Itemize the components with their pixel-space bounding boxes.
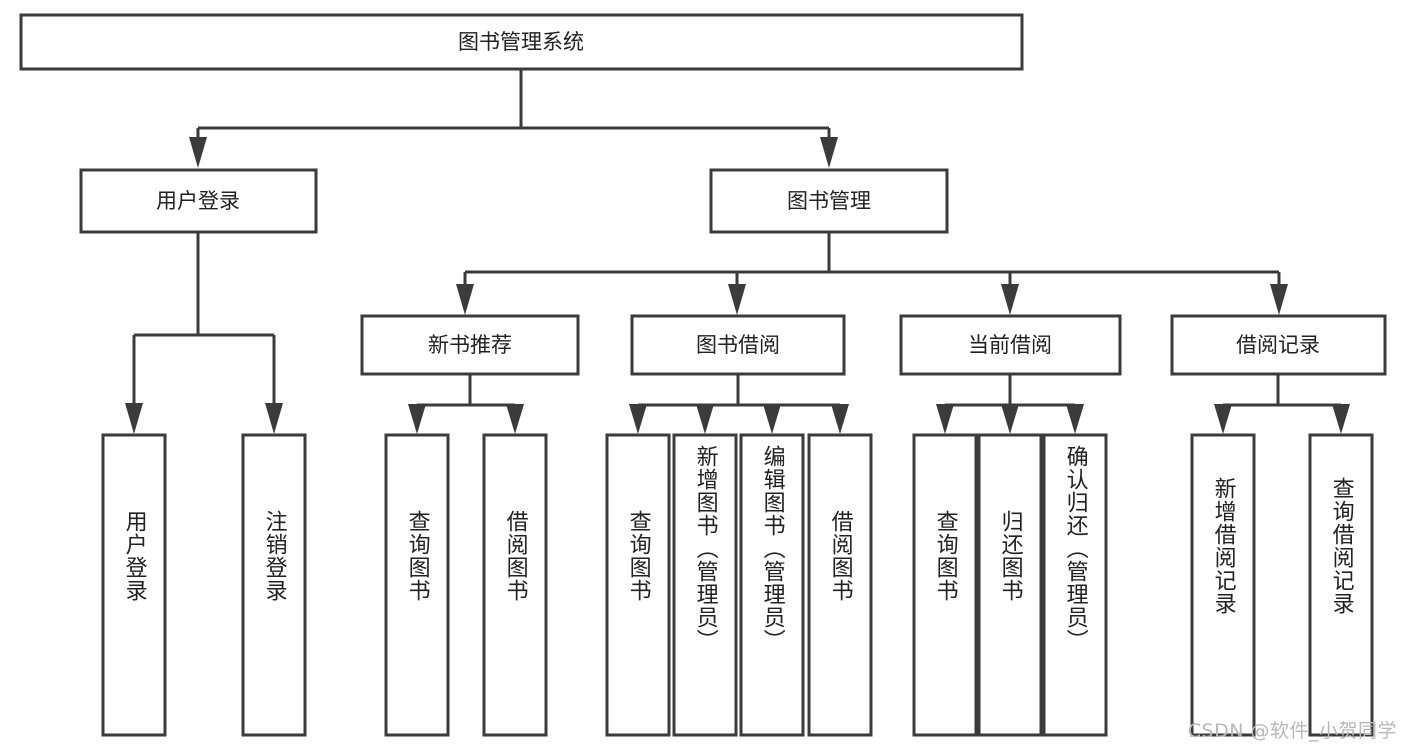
arrow-currentborrow-leaf-1-icon — [936, 404, 954, 434]
arrow-bookmgmt-to-record-icon — [1270, 284, 1288, 315]
leaf-box-bb-add-book-admin[interactable] — [672, 433, 738, 737]
node-current-borrow-label: 当前借阅 — [968, 333, 1052, 357]
node-borrow-record-box[interactable] — [1170, 314, 1387, 376]
node-book-borrow-box[interactable] — [630, 314, 846, 376]
node-book-management-box[interactable] — [709, 168, 949, 234]
arrow-login-leaf-2-icon — [265, 403, 283, 434]
arrow-newbook-leaf-2-icon — [506, 404, 524, 434]
leaf-box-bb-borrow-book[interactable] — [807, 433, 873, 737]
arrow-bookborrow-leaf-4-icon — [831, 404, 849, 434]
arrow-borrowrecord-leaf-1-icon — [1214, 404, 1232, 434]
leaf-box-nbr-query-book[interactable] — [384, 433, 450, 737]
node-book-management-label: 图书管理 — [787, 189, 871, 213]
csdn-watermark: CSDN @软件_小贺同学 — [1187, 720, 1397, 742]
leaf-box-cb-return-book[interactable] — [977, 433, 1043, 737]
arrow-bookborrow-leaf-1-icon — [629, 404, 647, 434]
leaf-box-nbr-borrow-book[interactable] — [482, 433, 548, 737]
leaf-box-br-add-record[interactable] — [1190, 433, 1256, 737]
leaf-box-bb-query-book[interactable] — [605, 433, 671, 737]
arrow-newbook-leaf-1-icon — [408, 404, 426, 434]
arrow-root-to-login-icon — [189, 137, 207, 168]
arrow-bookmgmt-to-new-book-icon — [456, 284, 474, 315]
node-new-book-recommend-box[interactable] — [360, 314, 580, 376]
node-current-borrow-box[interactable] — [899, 314, 1122, 376]
node-book-management[interactable]: 图书管理 — [709, 168, 949, 234]
arrow-bookmgmt-to-borrow-icon — [728, 284, 746, 315]
node-root[interactable]: 图书管理系统 — [19, 13, 1024, 71]
arrow-bookborrow-leaf-3-icon — [763, 404, 781, 434]
leaf-box-cb-confirm-return-admin[interactable] — [1042, 433, 1108, 737]
node-user-login-label: 用户登录 — [156, 189, 240, 213]
node-borrow-record[interactable]: 借阅记录 — [1170, 314, 1387, 376]
leaf-box-br-query-record[interactable] — [1308, 433, 1374, 737]
node-book-borrow[interactable]: 图书借阅 — [630, 314, 846, 376]
arrow-root-to-bookmgmt-icon — [820, 137, 838, 168]
leaf-box-user-login[interactable] — [101, 433, 167, 737]
arrow-currentborrow-leaf-2-icon — [1001, 404, 1019, 434]
arrow-borrowrecord-leaf-2-icon — [1332, 404, 1350, 434]
arrow-bookborrow-leaf-2-icon — [696, 404, 714, 434]
arrow-login-leaf-1-icon — [125, 403, 143, 434]
node-new-book-recommend-label: 新书推荐 — [428, 333, 512, 357]
node-root-label: 图书管理系统 — [458, 30, 584, 54]
node-root-box[interactable] — [19, 13, 1024, 71]
node-new-book-recommend[interactable]: 新书推荐 — [360, 314, 580, 376]
arrow-currentborrow-leaf-3-icon — [1066, 404, 1084, 434]
node-user-login[interactable]: 用户登录 — [79, 168, 318, 234]
arrow-bookmgmt-to-current-icon — [1001, 284, 1019, 315]
node-book-borrow-label: 图书借阅 — [696, 333, 780, 357]
leaf-box-cb-query-book[interactable] — [912, 433, 978, 737]
leaf-box-logout[interactable] — [241, 433, 307, 737]
node-current-borrow[interactable]: 当前借阅 — [899, 314, 1122, 376]
leaf-box-bb-edit-book-admin[interactable] — [739, 433, 805, 737]
node-borrow-record-label: 借阅记录 — [1236, 333, 1320, 357]
